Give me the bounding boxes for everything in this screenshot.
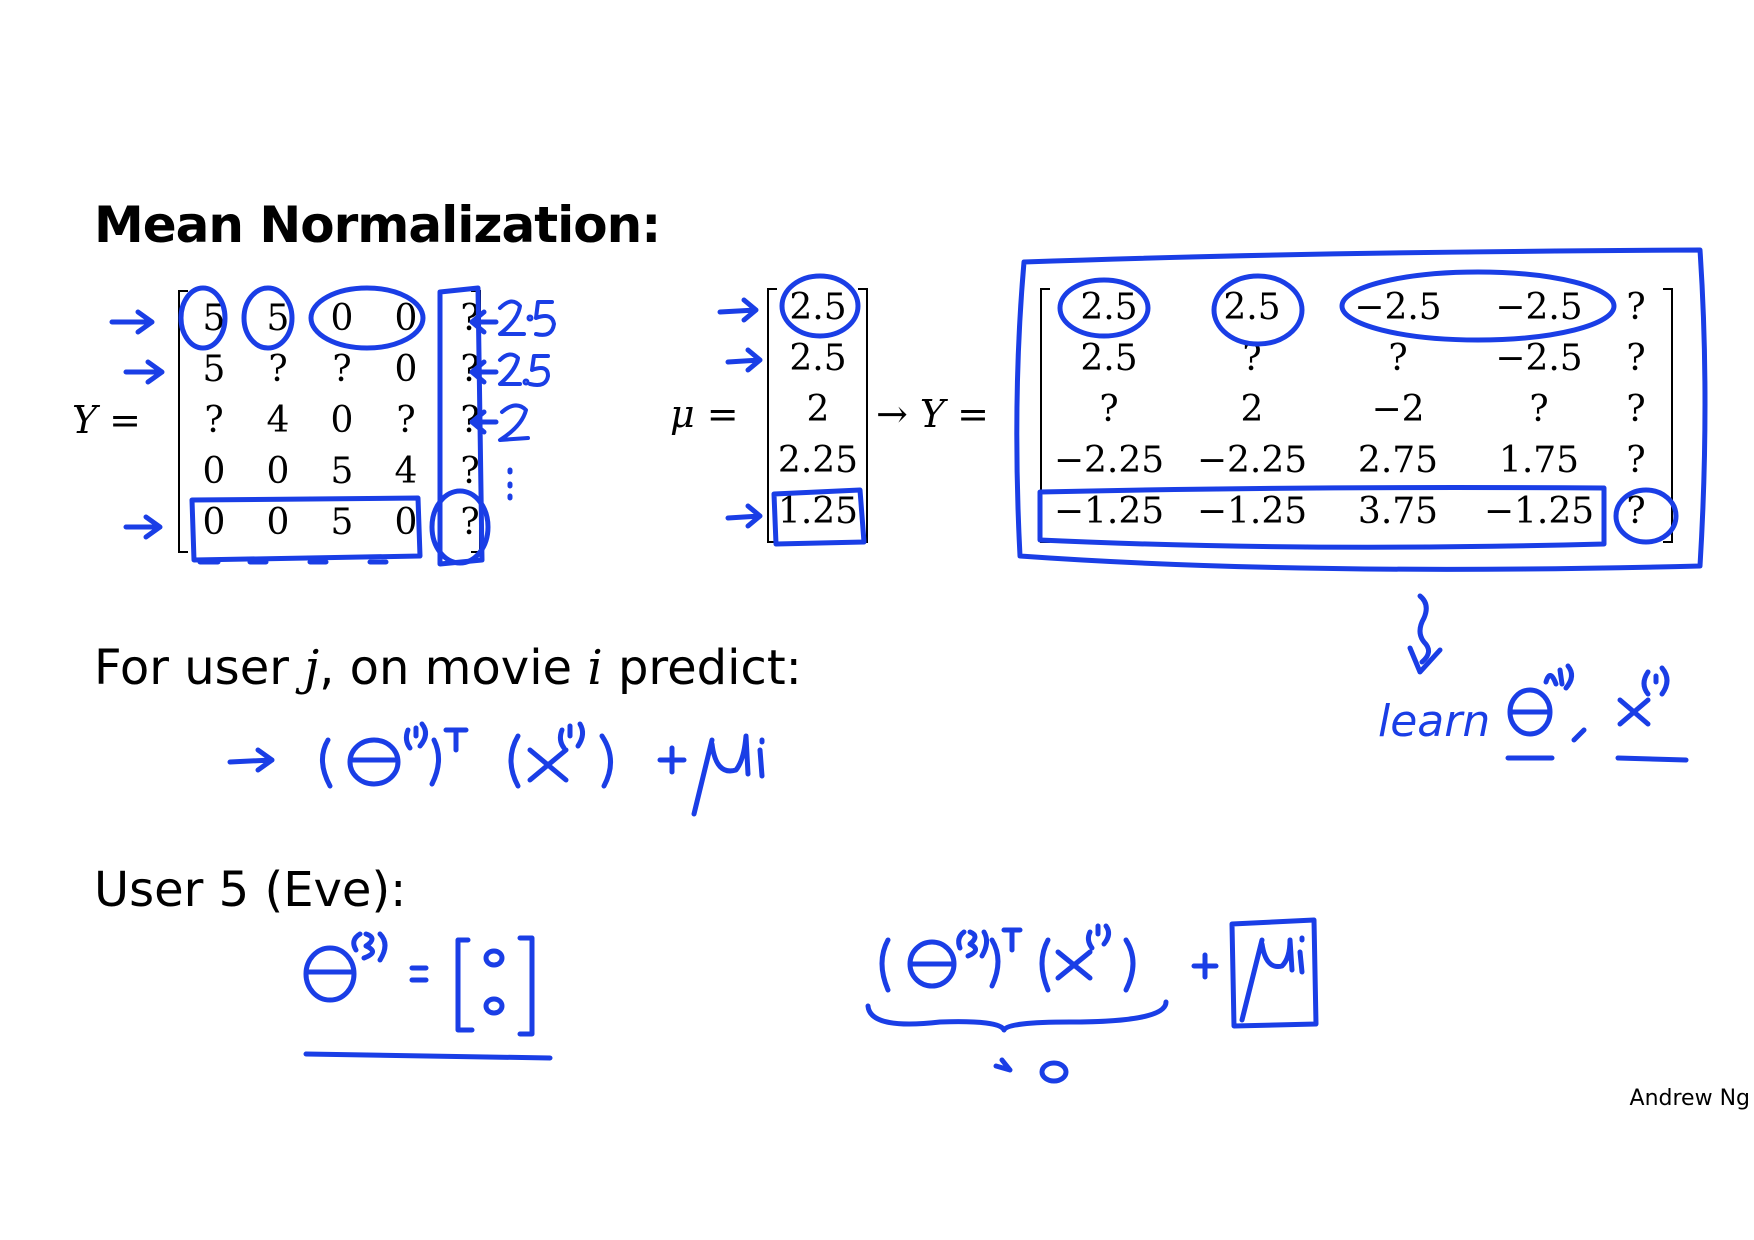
matrix-y-cell: 0: [330, 400, 354, 441]
predict-line: For user j, on movie i predict:: [94, 640, 802, 696]
matrix-y-normalized-cell: 2.5: [1080, 338, 1138, 379]
eve-heading: User 5 (Eve):: [94, 862, 407, 918]
vector-mu-label: μ =: [670, 392, 739, 436]
author-credit: Andrew Ng: [1629, 1086, 1750, 1111]
matrix-y-cell: 0: [266, 502, 290, 543]
learn-text: learn: [1378, 696, 1490, 747]
matrix-y-cell: 0: [394, 298, 418, 339]
matrix-y-cell: 4: [394, 451, 418, 492]
eve-theta-ink: [303, 931, 553, 1061]
matrix-y-normalized-cell: 1.75: [1498, 440, 1580, 481]
matrix-y-cell: 5: [266, 298, 290, 339]
matrix-y-cell: 5: [330, 451, 354, 492]
vector-mu-cell: 2.5: [789, 287, 847, 328]
matrix-y-cell: ?: [460, 400, 480, 441]
matrix-y-cell: 5: [202, 349, 226, 390]
matrix-y-cell: 4: [266, 400, 290, 441]
matrix-y-normalized-cell: ?: [1626, 338, 1646, 379]
matrix-y-cell: ?: [204, 400, 224, 441]
matrix-y-normalized-cell: 2.75: [1357, 440, 1439, 481]
matrix-y-cell: 0: [394, 349, 418, 390]
vector-mu-cell: 2: [806, 389, 830, 430]
matrix-y-normalized-cell: −2.25: [1053, 440, 1165, 481]
matrix-y-normalized-cell: ?: [1099, 389, 1119, 430]
matrix-y-cell: ?: [396, 400, 416, 441]
prediction-formula-ink: [227, 721, 765, 817]
matrix-y-normalized-cell: ?: [1626, 389, 1646, 430]
normalized-y-label: → Y =: [876, 392, 989, 436]
matrix-y-normalized-cell: −1.25: [1053, 491, 1165, 532]
matrix-y-cell: 5: [330, 502, 354, 543]
vector-mu-cell: 2.25: [777, 440, 859, 481]
vector-mu-cell: 1.25: [777, 491, 859, 532]
matrix-y-normalized-cell: ?: [1529, 389, 1549, 430]
matrix-y-normalized-cell: −2.25: [1196, 440, 1308, 481]
matrix-y-cell: ?: [460, 451, 480, 492]
matrix-y-normalized-cell: 2.5: [1080, 287, 1138, 328]
matrix-y-normalized-cell: −1.25: [1483, 491, 1595, 532]
matrix-y-normalized-cell: −1.25: [1196, 491, 1308, 532]
matrix-y-normalized-cell: ?: [1388, 338, 1408, 379]
matrix-y-normalized-cell: −2.5: [1495, 287, 1583, 328]
matrix-y-cell: ?: [332, 349, 352, 390]
matrix-y-label: Y =: [72, 398, 142, 442]
matrix-y-cell: 0: [394, 502, 418, 543]
matrix-y-normalized-cell: 2.5: [1223, 287, 1281, 328]
matrix-y-cell: 5: [202, 298, 226, 339]
slide-title: Mean Normalization:: [94, 196, 661, 254]
matrix-y-normalized-cell: 2: [1240, 389, 1264, 430]
matrix-y-norm-right-bracket: [1663, 288, 1673, 543]
matrix-y-cell: 0: [330, 298, 354, 339]
matrix-y-normalized-cell: 3.75: [1357, 491, 1439, 532]
matrix-y-normalized-cell: −2: [1371, 389, 1425, 430]
matrix-y-cell: ?: [460, 298, 480, 339]
matrix-y-cell: 0: [202, 451, 226, 492]
matrix-y-cell: 0: [266, 451, 290, 492]
matrix-y-cell: ?: [460, 349, 480, 390]
matrix-y-normalized-cell: −2.5: [1495, 338, 1583, 379]
matrix-y-cell: ?: [268, 349, 288, 390]
matrix-y-normalized-cell: ?: [1626, 287, 1646, 328]
matrix-y-normalized-cell: −2.5: [1354, 287, 1442, 328]
vector-mu-cell: 2.5: [789, 338, 847, 379]
matrix-y-normalized-cell: ?: [1626, 440, 1646, 481]
vector-mu: 2.5 2.5 2 2.25 1.25: [770, 282, 866, 537]
matrix-y-cell: ?: [460, 502, 480, 543]
eve-formula-ink: [865, 917, 1319, 1084]
matrix-y-normalized-cell: ?: [1242, 338, 1262, 379]
matrix-y-normalized-cell: ?: [1626, 491, 1646, 532]
matrix-y-normalized: 2.5 2.5 −2.5 −2.5? 2.5?? −2.5?? 2 −2?? −2.25 −2.2…: [1042, 282, 1662, 537]
matrix-y-cell: 0: [202, 502, 226, 543]
